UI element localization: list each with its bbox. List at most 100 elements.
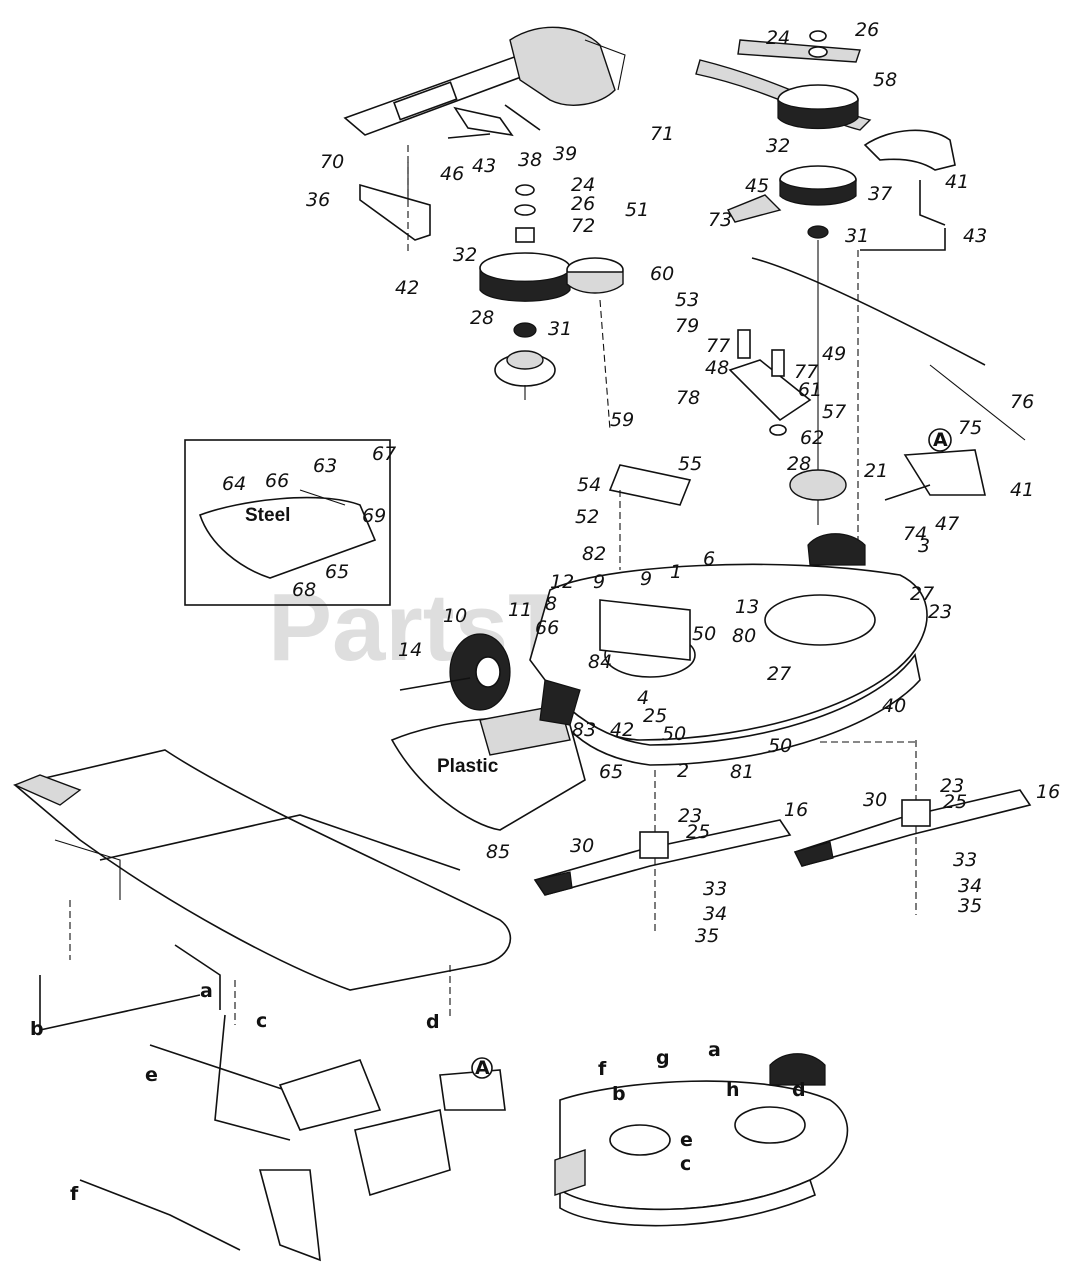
connection-letter-f1: f: [70, 1183, 79, 1205]
material-steel: Steel: [245, 505, 290, 526]
part-number-69: 69: [362, 505, 386, 527]
connection-letter-e2: e: [680, 1129, 693, 1151]
part-number-35b: 35: [958, 895, 982, 917]
part-number-85: 85: [486, 841, 510, 863]
part-number-65a: 65: [325, 561, 349, 583]
connection-letter-e1: e: [145, 1064, 158, 1086]
part-number-13: 13: [735, 596, 759, 618]
part-number-67: 67: [372, 443, 396, 465]
part-number-66a: 66: [265, 470, 289, 492]
part-number-34b: 34: [958, 875, 982, 897]
bolt-74: [884, 484, 931, 501]
part-number-54: 54: [577, 474, 601, 496]
part-number-41a: 41: [945, 171, 969, 193]
part-number-9a: 9: [593, 571, 605, 593]
leader-43: [860, 228, 946, 251]
part-number-65b: 65: [599, 761, 623, 783]
part-number-31a: 31: [845, 225, 869, 247]
bracket-38: [453, 106, 514, 137]
part-number-37: 37: [868, 183, 892, 205]
connection-letter-g2: g: [656, 1047, 670, 1069]
part-number-30a: 30: [570, 835, 594, 857]
part-number-43b: 43: [472, 155, 496, 177]
blade-16-center: [533, 770, 792, 935]
part-number-74: 74: [903, 523, 927, 545]
part-number-12: 12: [550, 571, 574, 593]
part-number-21: 21: [864, 460, 888, 482]
part-number-55: 55: [678, 453, 702, 475]
connection-letter-b2: b: [612, 1083, 626, 1105]
inset-box-steel: [184, 439, 391, 606]
axle-bolt-14: [399, 677, 471, 691]
callout-circle-A-lower: [471, 1057, 493, 1079]
part-number-63: 63: [313, 455, 337, 477]
deck-bottom-view: [554, 1053, 849, 1227]
callout-circle-A: [928, 428, 952, 452]
callout-A-lower-text: A: [475, 1057, 490, 1079]
blade-16-right: [793, 740, 1032, 915]
connection-letter-c1: c: [256, 1010, 267, 1032]
part-number-78: 78: [676, 387, 700, 409]
bracket-84: [539, 679, 581, 726]
part-number-16b: 16: [1036, 781, 1060, 803]
part-number-26a: 26: [855, 19, 879, 41]
part-number-41b: 41: [1010, 479, 1034, 501]
part-number-42b: 42: [610, 719, 634, 741]
connection-letter-c2: c: [680, 1153, 691, 1175]
part-number-47: 47: [935, 513, 959, 535]
part-number-84: 84: [588, 651, 612, 673]
part-number-10: 10: [443, 605, 467, 627]
part-number-48: 48: [705, 357, 729, 379]
part-number-62: 62: [800, 427, 824, 449]
part-number-50a: 50: [692, 623, 716, 645]
part-number-32b: 32: [453, 244, 477, 266]
part-number-82: 82: [582, 543, 606, 565]
part-number-49: 49: [822, 343, 846, 365]
bracket-A: [903, 449, 986, 496]
part-number-27b: 27: [767, 663, 791, 685]
part-number-50b: 50: [662, 723, 686, 745]
part-number-25b: 25: [686, 821, 710, 843]
steel-deflector: [198, 496, 377, 579]
part-number-6: 6: [703, 548, 715, 570]
part-number-2: 2: [677, 760, 689, 782]
part-number-60: 60: [650, 263, 674, 285]
deck-mounting-plate: [13, 749, 512, 991]
part-number-70: 70: [320, 151, 344, 173]
part-number-57: 57: [822, 401, 846, 423]
bracket-37: [919, 180, 946, 226]
idler-arm-48: [728, 329, 812, 436]
part-number-11: 11: [508, 599, 532, 621]
spindle-28-right: [789, 469, 847, 525]
part-number-38: 38: [518, 149, 542, 171]
part-number-83: 83: [572, 719, 596, 741]
part-number-3: 3: [918, 535, 930, 557]
connection-letter-a2: a: [708, 1039, 721, 1061]
part-number-36: 36: [306, 189, 330, 211]
part-number-71: 71: [650, 123, 674, 145]
material-plastic: Plastic: [437, 756, 499, 777]
part-number-61: 61: [798, 379, 822, 401]
spring-rod-53: [751, 257, 986, 366]
connection-letter-d2: d: [792, 1079, 806, 1101]
part-number-26b: 26: [571, 193, 595, 215]
part-number-75: 75: [958, 417, 982, 439]
part-number-53: 53: [675, 289, 699, 311]
part-number-4: 4: [637, 687, 649, 709]
steel-hinge: [299, 489, 346, 506]
part-number-64: 64: [222, 473, 246, 495]
part-number-23a: 23: [928, 601, 952, 623]
part-number-25a: 25: [643, 705, 667, 727]
part-number-51: 51: [625, 199, 649, 221]
part-number-58: 58: [873, 69, 897, 91]
part-number-40: 40: [882, 695, 906, 717]
part-number-34a: 34: [703, 903, 727, 925]
part-number-81: 81: [730, 761, 754, 783]
part-number-27a: 27: [910, 583, 934, 605]
part-number-35a: 35: [695, 925, 719, 947]
link-39: [504, 104, 541, 131]
